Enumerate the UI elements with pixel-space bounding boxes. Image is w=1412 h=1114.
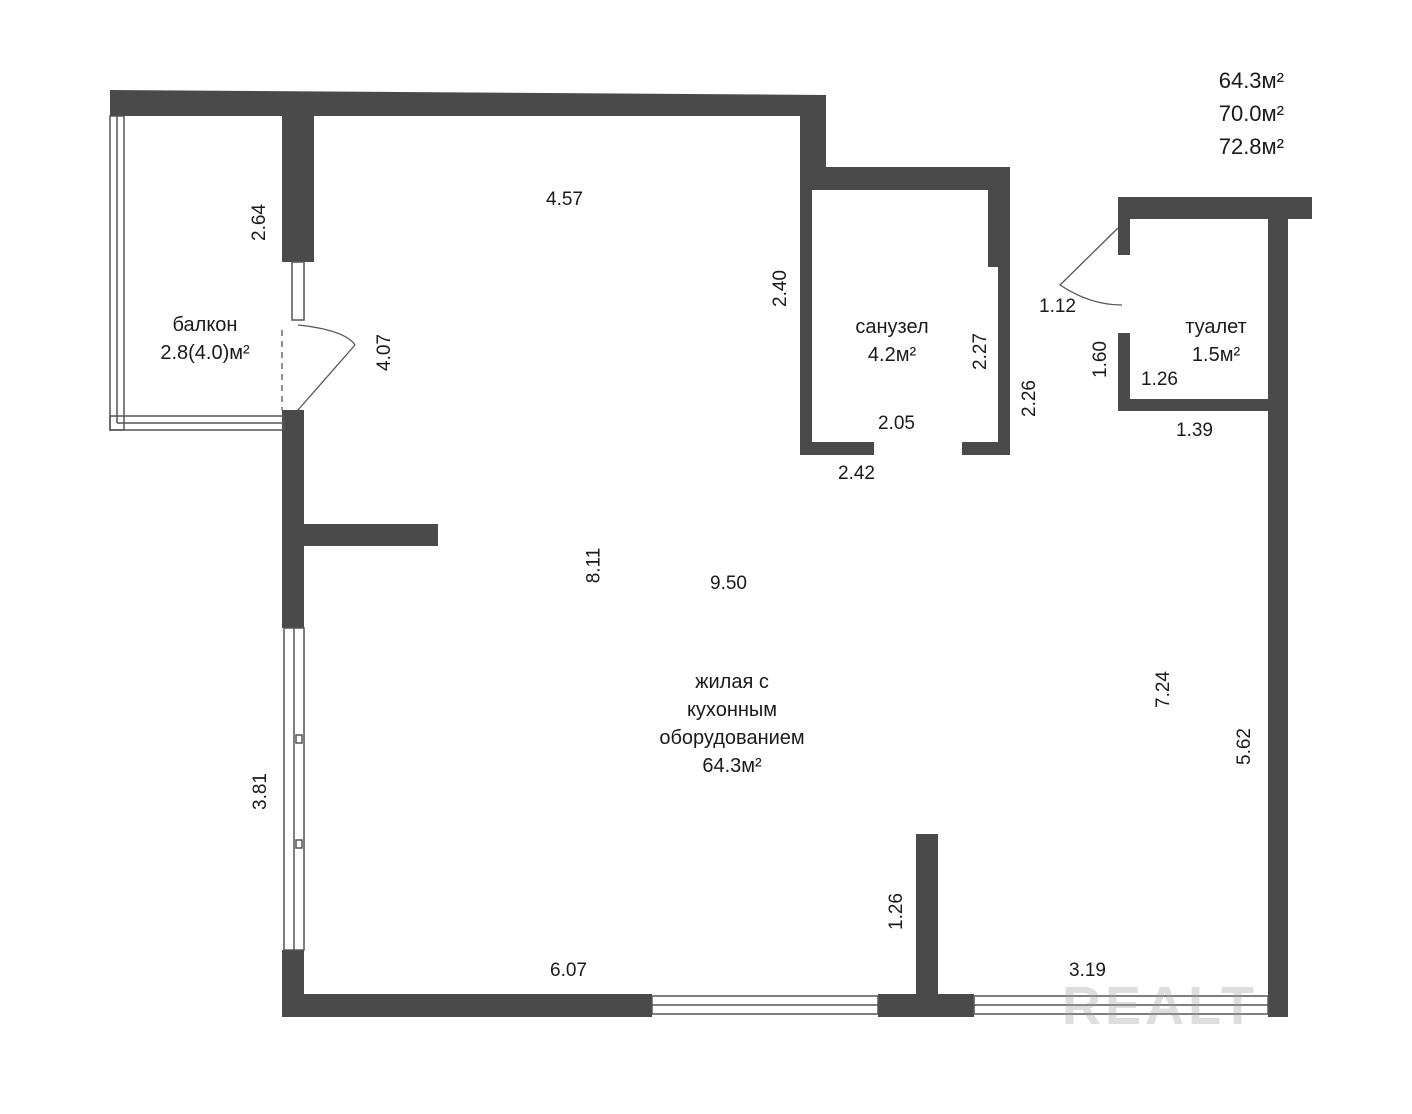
- room-living-line2: кухонным: [686, 699, 778, 721]
- dim-1-26-toilet: 1.26: [1141, 369, 1178, 390]
- windows: [109, 115, 1269, 1015]
- room-bathroom-name: санузел: [855, 316, 929, 338]
- wall-toilet-bottom: [1118, 399, 1270, 411]
- wall-left-stub: [282, 524, 438, 546]
- room-toilet-area: 1.5м²: [1191, 344, 1241, 366]
- wall-bath-left: [800, 190, 812, 455]
- wall-toilet-left-upper: [1118, 197, 1130, 255]
- wall-bath-bottom-right: [962, 442, 1010, 455]
- area-living-total: 64.3м²: [1218, 68, 1284, 93]
- room-toilet-name: туалет: [1185, 316, 1247, 338]
- dim-3-81: 3.81: [249, 773, 271, 810]
- area-summary: 64.3м² 70.0м² 72.8м²: [1160, 64, 1284, 163]
- dim-2-26: 2.26: [1018, 380, 1040, 417]
- wall-bath-right-upper: [988, 167, 1010, 267]
- wall-bottom-right: [1268, 994, 1288, 1017]
- area-with-balcony-total: 72.8м²: [1218, 134, 1284, 159]
- dim-7-24: 7.24: [1152, 671, 1174, 708]
- wall-top: [110, 90, 826, 116]
- wall-right: [1268, 197, 1288, 1017]
- wall-balcony-divider: [282, 116, 314, 262]
- area-general-total: 70.0м²: [1218, 101, 1284, 126]
- wall-left-upper: [282, 410, 304, 628]
- dim-1-39: 1.39: [1176, 420, 1213, 441]
- doors: [281, 227, 1123, 411]
- wall-bath-top: [800, 167, 1010, 190]
- wall-toilet-left-lower: [1118, 333, 1130, 411]
- dim-5-62: 5.62: [1233, 728, 1255, 765]
- door-toilet-swing: [1058, 227, 1123, 306]
- wall-bottom-left: [282, 994, 652, 1017]
- wall-bath-right: [998, 267, 1010, 455]
- dim-2-40: 2.40: [769, 270, 791, 307]
- watermark-logo: REALT: [1062, 976, 1258, 1036]
- balcony-window-small: [291, 261, 305, 321]
- room-balcony: балкон 2.8(4.0)м²: [150, 311, 260, 367]
- dim-1-60: 1.60: [1089, 341, 1111, 378]
- room-living-area: 64.3м²: [702, 755, 762, 777]
- room-living-line1: жилая с: [695, 671, 769, 693]
- door-balcony-swing: [297, 324, 356, 411]
- room-living-line3: оборудованием: [659, 727, 805, 749]
- dim-2-42: 2.42: [838, 463, 875, 484]
- dim-2-05: 2.05: [878, 413, 915, 434]
- dim-4-07: 4.07: [373, 334, 395, 371]
- dim-6-07: 6.07: [550, 960, 587, 981]
- walls: [110, 90, 1312, 1017]
- wall-partition: [916, 834, 938, 994]
- wall-bottom-mid: [878, 994, 974, 1017]
- wall-bath-bottom-left: [800, 442, 874, 455]
- wall-toilet-top: [1118, 197, 1312, 219]
- dim-9-50: 9.50: [710, 573, 747, 594]
- dim-3-19: 3.19: [1069, 960, 1106, 981]
- dim-2-64: 2.64: [248, 204, 270, 241]
- room-toilet: туалет 1.5м²: [1170, 313, 1262, 369]
- dim-8-11: 8.11: [583, 547, 605, 584]
- room-balcony-name: балкон: [172, 314, 238, 336]
- room-living: жилая с кухонным оборудованием 64.3м²: [632, 668, 832, 780]
- room-bathroom: санузел 4.2м²: [840, 313, 944, 369]
- dim-2-27: 2.27: [969, 333, 991, 370]
- room-bathroom-area: 4.2м²: [867, 344, 917, 366]
- dim-4-57: 4.57: [546, 189, 583, 210]
- dim-1-26-partition: 1.26: [885, 893, 907, 930]
- dim-1-12: 1.12: [1039, 296, 1076, 317]
- room-balcony-area: 2.8(4.0)м²: [160, 342, 250, 364]
